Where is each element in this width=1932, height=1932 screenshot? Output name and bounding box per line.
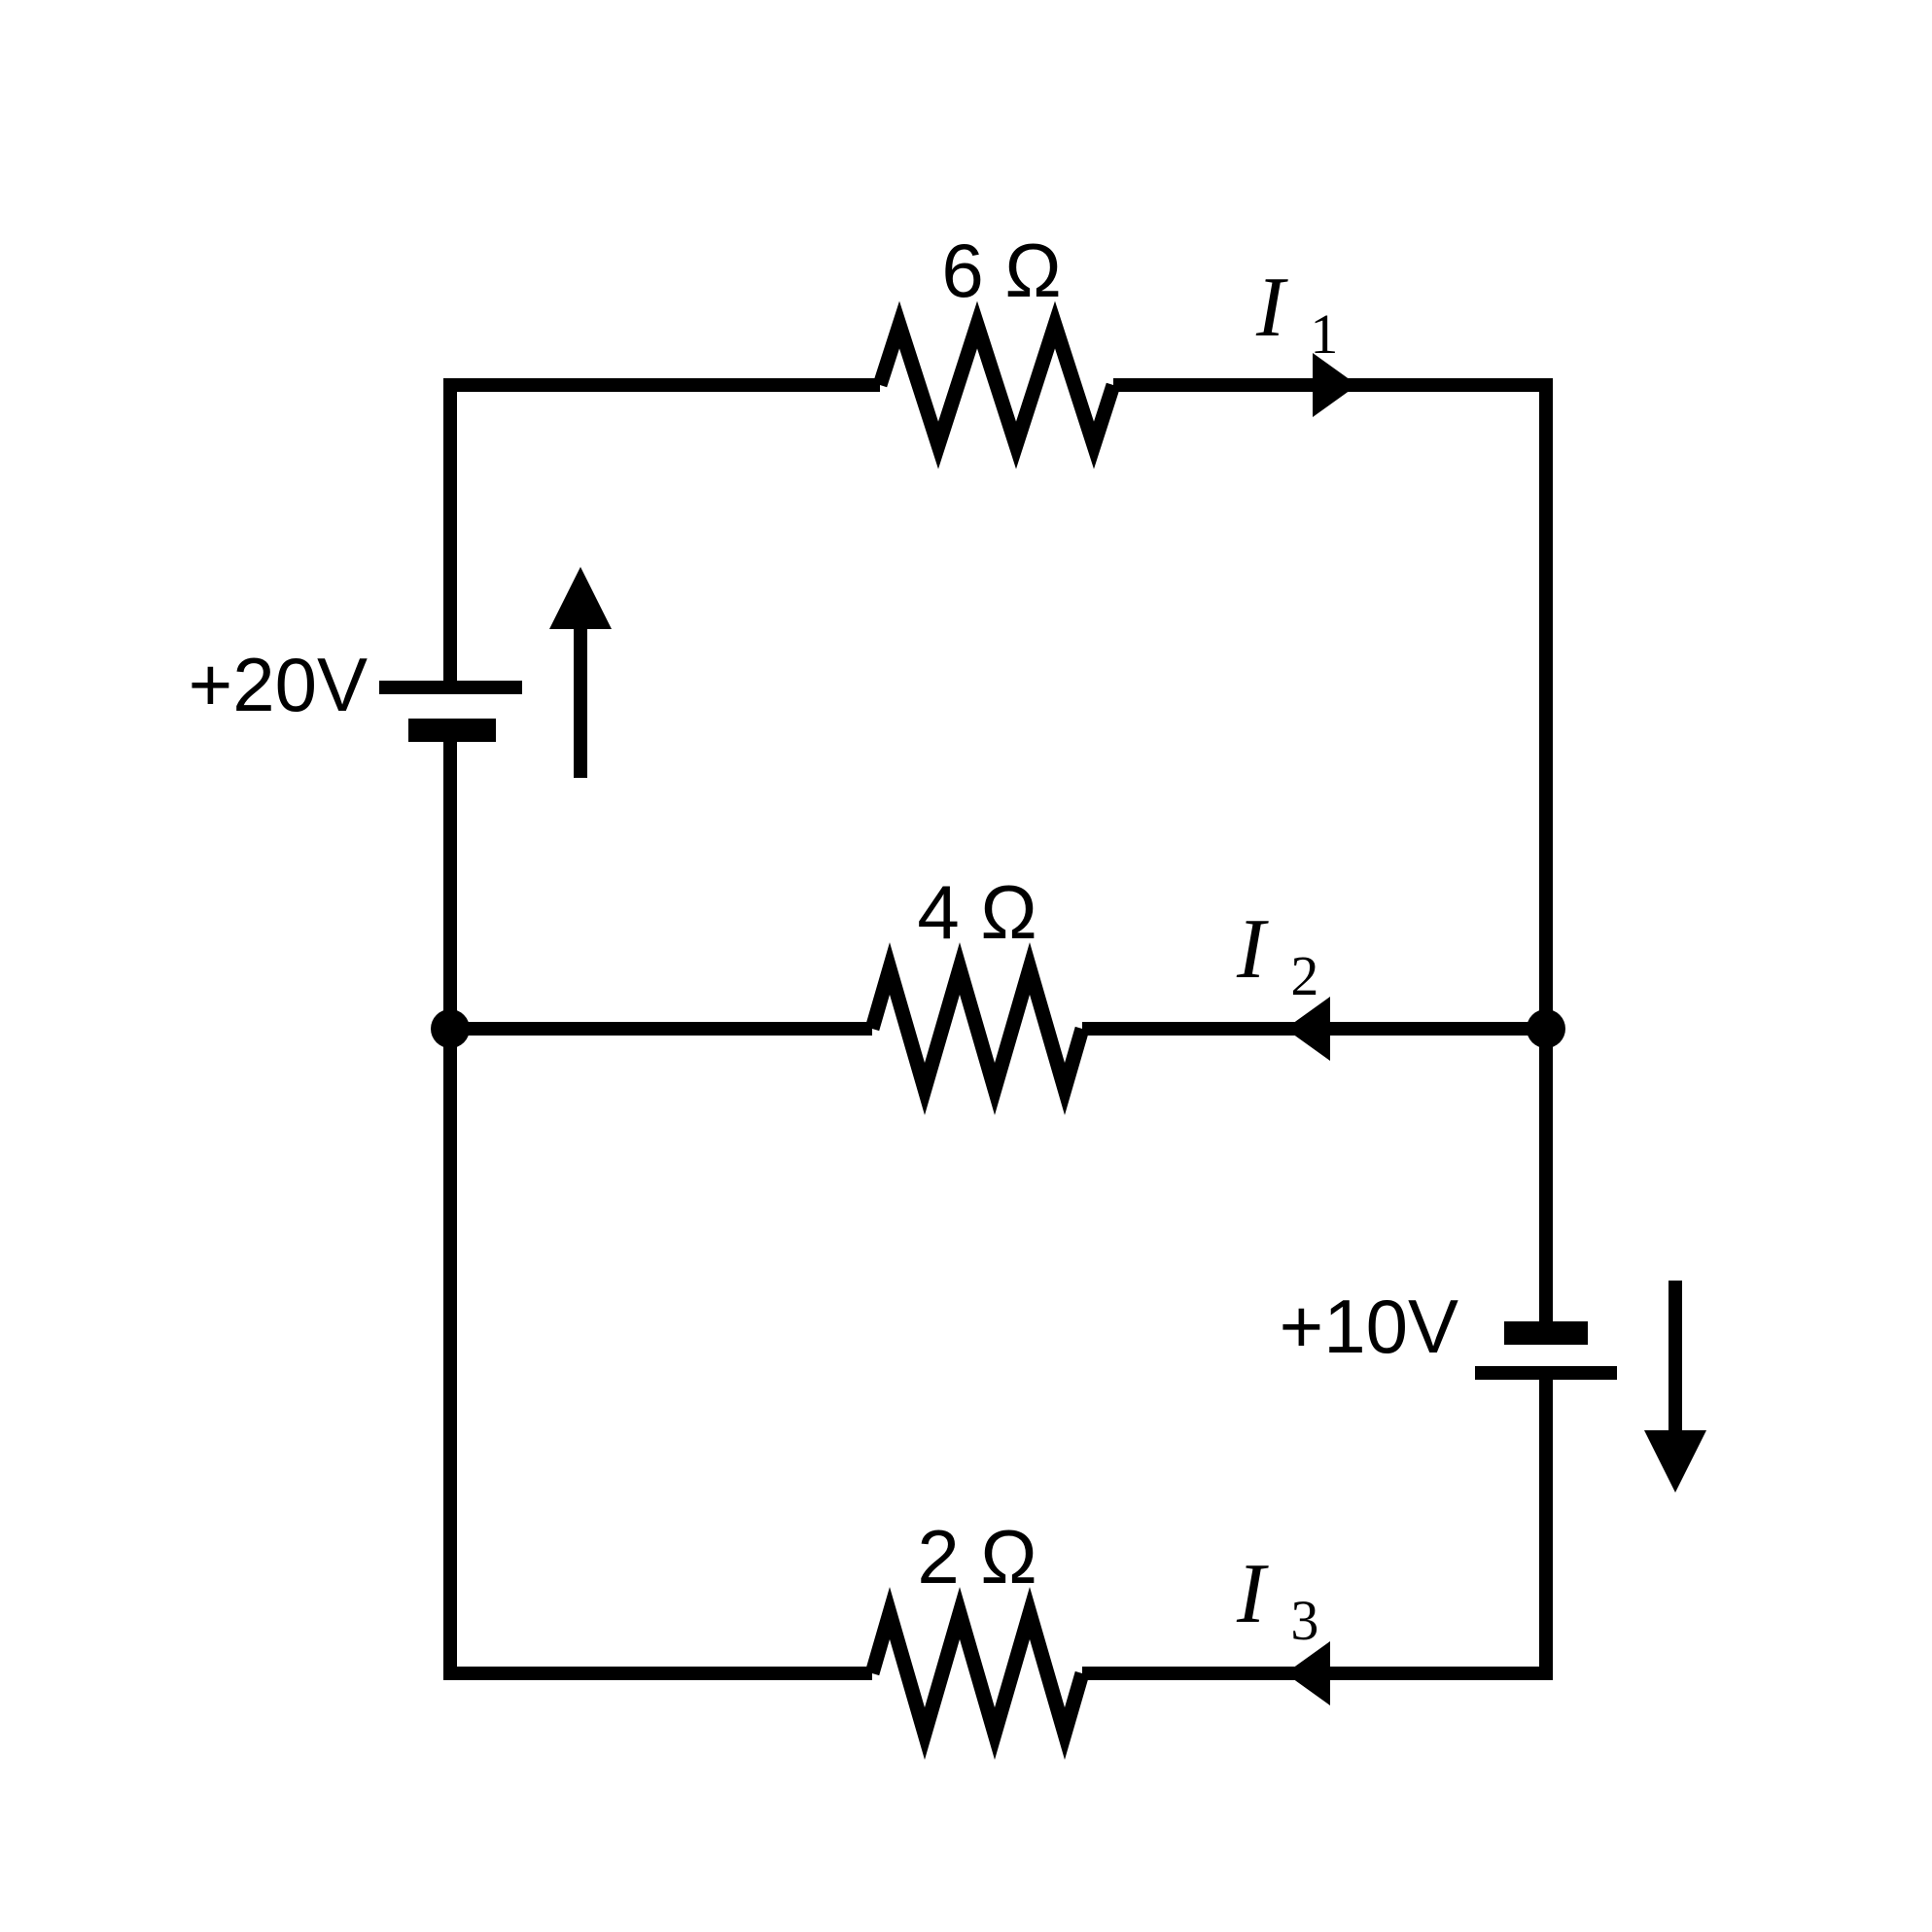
resistor-r3-zigzag bbox=[864, 1587, 1090, 1760]
current-i3-symbol: I bbox=[1236, 1547, 1269, 1641]
current-i1-arrowhead bbox=[1313, 353, 1357, 417]
wire-left-lower-and-bottom-left bbox=[443, 741, 872, 1680]
battery-v1-label: +20V bbox=[189, 642, 368, 727]
battery-v2: +10V bbox=[1280, 1283, 1617, 1380]
down-arrow-head bbox=[1644, 1430, 1706, 1493]
current-i1-symbol: I bbox=[1255, 261, 1288, 355]
current-i2-label: I 2 bbox=[1236, 902, 1318, 1007]
current-i3-subscript: 3 bbox=[1290, 1589, 1318, 1652]
current-i3-arrowhead bbox=[1285, 1641, 1330, 1705]
battery-v2-label: +10V bbox=[1280, 1283, 1458, 1369]
current-i2-subscript: 2 bbox=[1290, 944, 1318, 1007]
current-i1-label: I 1 bbox=[1255, 261, 1338, 366]
current-i3-label: I 3 bbox=[1236, 1547, 1318, 1652]
resistor-r2-zigzag bbox=[864, 942, 1090, 1115]
junction-node-left bbox=[431, 1009, 470, 1048]
current-i1-subscript: 1 bbox=[1310, 302, 1338, 366]
direction-arrow-up bbox=[549, 567, 612, 778]
resistor-r2-label: 4 Ω bbox=[917, 869, 1036, 955]
resistor-r1-zigzag bbox=[872, 300, 1121, 470]
direction-arrow-down bbox=[1644, 1281, 1706, 1493]
current-i2-arrowhead bbox=[1285, 997, 1330, 1061]
resistor-r1-label: 6 Ω bbox=[941, 228, 1061, 313]
current-i2-symbol: I bbox=[1236, 902, 1269, 997]
up-arrow-head bbox=[549, 567, 612, 629]
wire-top-left-and-left-upper bbox=[443, 378, 880, 682]
wire-bottom-right-and-right-lower bbox=[1082, 1379, 1553, 1680]
resistor-r3-label: 2 Ω bbox=[917, 1514, 1036, 1599]
junction-node-right bbox=[1527, 1009, 1565, 1048]
battery-v1: +20V bbox=[189, 642, 522, 742]
